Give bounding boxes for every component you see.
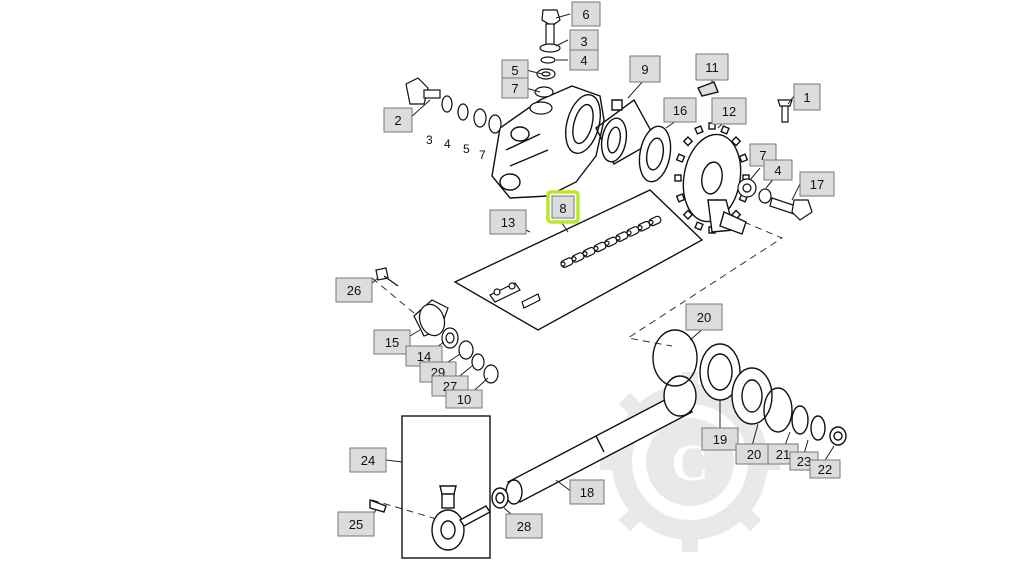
callout-25[interactable]: 25 [337,511,375,537]
sprocket-tooth [675,193,686,203]
shaft-assembly [505,329,847,505]
callout-28[interactable]: 28 [505,513,543,539]
callout-16[interactable]: 16 [663,97,697,123]
sprocket-tooth [738,153,749,163]
callout-text: 7 [511,81,518,96]
chain-pin [615,235,621,241]
callout-6[interactable]: 6 [571,1,601,27]
callout-text: 18 [580,485,594,500]
callout-text: 24 [361,453,375,468]
sprocket-tooth [730,135,742,147]
callout-11[interactable]: 11 [695,53,729,81]
callout-text: 23 [797,454,811,469]
callout-1[interactable]: 1 [793,83,821,111]
callout-text: 11 [705,60,719,75]
callout-text: 8 [559,201,566,216]
callout-text: 4 [774,163,781,178]
plain-label: 3 [426,133,433,147]
callout-8-highlighted[interactable]: 8 [546,190,580,224]
callout-text: 20 [747,447,761,462]
callout-text: 25 [349,517,363,532]
top-bolt-stack [529,9,561,115]
callout-9[interactable]: 9 [629,55,661,83]
callout-2[interactable]: 2 [383,107,413,133]
chain-pin [604,240,610,246]
plain-labels: 3 4 5 7 [426,133,486,162]
callout-17[interactable]: 17 [799,171,835,197]
callout-26[interactable]: 26 [335,277,373,303]
sprocket-tooth [694,221,704,231]
callout-text: 26 [347,283,361,298]
callout-4[interactable]: 4 [569,49,599,71]
callout-text: 2 [394,113,401,128]
callout-text: 4 [580,53,587,68]
callout-text: 6 [582,7,589,22]
sprocket [674,81,750,235]
callout-text: 22 [818,462,832,477]
sprocket-tooth [674,174,682,182]
connecting-link [489,282,541,309]
sprocket-tooth [682,209,694,221]
roller-chain [560,215,662,268]
idler-group [375,267,499,384]
chain-pin [648,219,654,225]
sprocket-tooth [675,153,686,163]
callout-24[interactable]: 24 [349,447,387,473]
left-bolt-stack [405,77,502,134]
callout-20-top[interactable]: 20 [685,303,723,331]
sprocket-tooth [720,125,730,135]
callout-13[interactable]: 13 [489,209,527,235]
callout-20-bottom[interactable]: 20 [735,443,773,465]
callout-12[interactable]: 12 [711,97,747,125]
callout-text: 13 [501,215,515,230]
callout-19[interactable]: 19 [701,427,739,451]
callout-text: 10 [457,392,471,407]
chain-pin [582,251,588,257]
callout-7[interactable]: 7 [501,77,529,99]
plain-label: 5 [463,142,470,156]
callout-3[interactable]: 3 [569,29,599,53]
callout-text: 5 [511,63,518,78]
callout-text: 17 [810,177,824,192]
callout-text: 14 [417,349,431,364]
chain-pin [626,230,632,236]
right-bolt-stack [737,99,813,221]
sprocket-tooth [682,135,694,147]
callout-18[interactable]: 18 [569,479,605,505]
callout-text: 15 [385,335,399,350]
callout-text: 7 [759,148,766,163]
callout-text: 16 [673,103,687,118]
callout-text: 12 [722,104,736,119]
chain-pin [637,225,643,231]
tie-rod-box [369,415,509,559]
plain-label: 7 [479,148,486,162]
chain-kit-box [453,189,704,331]
callout-22[interactable]: 22 [809,459,841,479]
chain-pin [560,261,566,267]
callout-text: 19 [713,432,727,447]
callout-text: 9 [641,62,648,77]
collar-and-bearing [595,98,672,183]
plain-label: 4 [444,137,451,151]
callout-text: 21 [776,447,790,462]
callout-15[interactable]: 15 [373,329,411,355]
callout-text: 20 [697,310,711,325]
callout-text: 1 [803,90,810,105]
callout-text: 28 [517,519,531,534]
callout-10[interactable]: 10 [445,389,483,409]
callout-labels: 6 3 4 5 7 9 11 1 2 16 12 7 4 17 8 13 26 … [335,1,841,539]
callout-text: 3 [580,34,587,49]
bracket-housing [491,85,605,199]
chain-pin [571,256,577,262]
chain-pin [593,245,599,251]
callout-4-right[interactable]: 4 [763,159,793,181]
callout-5[interactable]: 5 [501,59,529,81]
sprocket-tooth [694,125,704,135]
